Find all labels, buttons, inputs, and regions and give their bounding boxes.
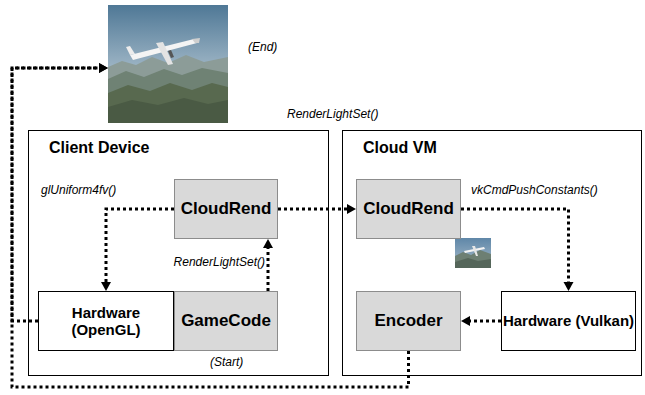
dotted-line [267, 248, 270, 291]
dotted-line [461, 209, 569, 282]
airplane-photo [108, 5, 228, 123]
box-label: Hardware (OpenGL) [39, 304, 173, 339]
dotted-arrow [12, 63, 409, 387]
function-call-label: RenderLightSet() [287, 107, 378, 121]
dotted-arrow [278, 204, 356, 214]
dotted-line [12, 68, 409, 387]
container-title: Client Device [49, 139, 149, 157]
container-title: Cloud VM [363, 139, 437, 157]
function-call-label: vkCmdPushConstants() [470, 183, 599, 197]
rendered-frame-thumbnail [455, 238, 491, 268]
arrow-head [263, 239, 273, 248]
box-label: Hardware (Vulkan) [503, 312, 634, 329]
box-label: Encoder [374, 311, 442, 331]
arrow-head [99, 63, 108, 73]
hardware-box: Hardware (Vulkan) [501, 291, 636, 351]
dotted-line [470, 320, 501, 323]
arrow-head [99, 63, 108, 73]
dotted-arrow [461, 316, 501, 326]
arrow-head [101, 282, 111, 291]
start-marker: (Start) [210, 355, 243, 369]
arrow-head [347, 204, 356, 214]
process-box: CloudRend [174, 179, 278, 239]
process-box: GameCode(Start) [174, 291, 278, 351]
end-marker: (End) [248, 40, 277, 54]
box-label: CloudRend [363, 199, 454, 219]
rendered-frame-image: (End) [108, 5, 228, 123]
process-box: Encoder [356, 291, 461, 351]
device-container: Client DeviceCloudRendHardware (OpenGL)G… [28, 130, 329, 376]
dotted-line [278, 208, 347, 211]
dotted-line [106, 209, 174, 282]
vm-container: Cloud VM CloudRendHardware (Vulkan) Encode… [342, 130, 642, 376]
dotted-arrow [101, 209, 174, 291]
box-label: CloudRend [181, 199, 272, 219]
function-call-label: glUniform4fv() [40, 183, 117, 197]
box-label: GameCode [181, 311, 271, 331]
arrow-head [461, 316, 470, 326]
hardware-box: Hardware (OpenGL) [38, 291, 174, 351]
arrow-head [564, 282, 574, 291]
process-box: CloudRend [356, 179, 461, 239]
dotted-arrow [461, 209, 574, 291]
function-call-label: RenderLightSet() [173, 255, 266, 269]
